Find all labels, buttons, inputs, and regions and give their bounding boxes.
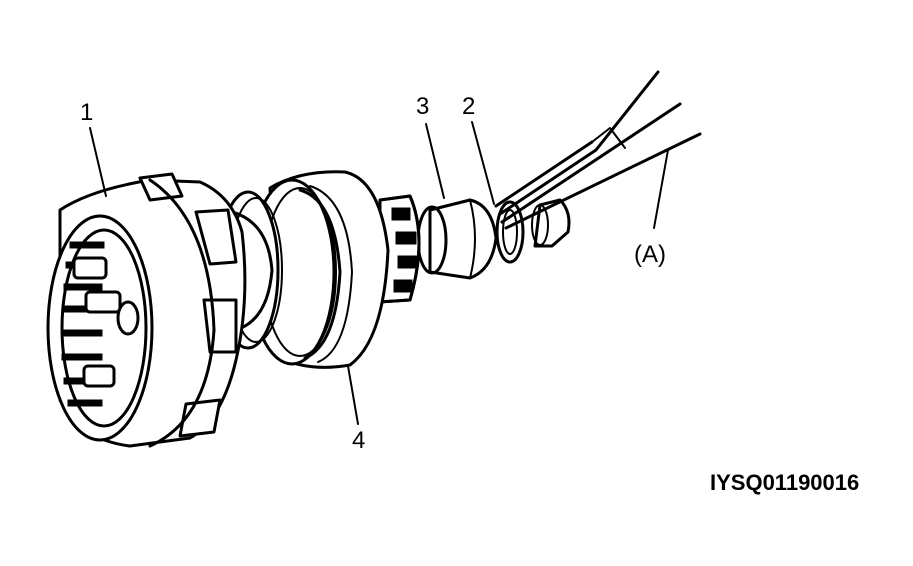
leader-tool-a — [653, 149, 669, 229]
stop-collar-part-3 — [416, 198, 498, 280]
callout-part-2: 2 — [462, 93, 475, 120]
callout-part-3: 3 — [416, 93, 429, 120]
leader-part-2 — [471, 121, 495, 205]
figure-code: IYSQ01190016 — [710, 470, 859, 495]
leader-lines — [89, 121, 669, 425]
pinion-gear — [378, 194, 421, 304]
snap-ring-pliers-tool-a — [494, 70, 702, 230]
clutch-drum-part-1 — [46, 172, 247, 448]
snap-ring-part-2 — [495, 200, 525, 264]
leader-part-4 — [347, 365, 359, 425]
callout-part-1: 1 — [80, 99, 93, 126]
leader-part-1 — [89, 127, 107, 197]
leader-part-3 — [425, 123, 445, 199]
callout-tool-a: (A) — [634, 241, 666, 268]
callout-part-4: 4 — [352, 427, 365, 454]
